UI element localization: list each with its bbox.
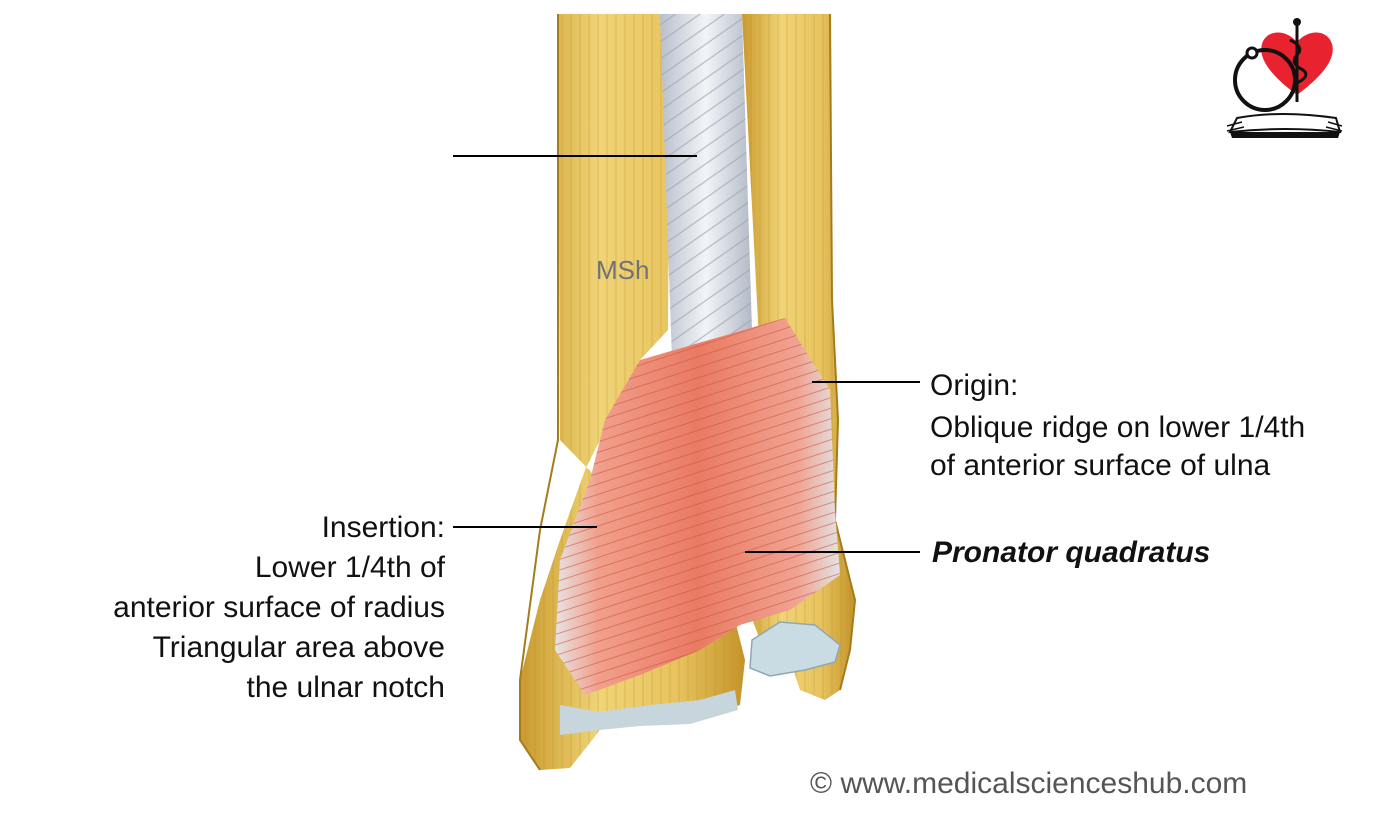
origin-line-2: of anterior surface of ulna [930, 449, 1271, 482]
site-logo [1226, 18, 1343, 138]
leader-lines [453, 155, 920, 553]
pronator-quadratus-muscle [555, 318, 840, 695]
muscle-name-label: Pronator quadratus [932, 536, 1211, 569]
insertion-line-2: anterior surface of radius [113, 591, 445, 624]
origin-label: Origin: Oblique ridge on lower 1/4th of … [930, 368, 1305, 484]
origin-title: Origin: [930, 369, 1019, 402]
interosseous-membrane [660, 14, 752, 360]
copyright-text: © www.medicalscienceshub.com [810, 767, 1248, 800]
origin-line-1: Oblique ridge on lower 1/4th [930, 411, 1306, 444]
watermark: MSh [596, 255, 650, 285]
insertion-line-1: Lower 1/4th of [254, 551, 445, 584]
insertion-title: Insertion: [321, 511, 445, 544]
insertion-line-3: Triangular area above [152, 631, 445, 664]
insertion-label: Insertion: Lower 1/4th of anterior surfa… [113, 508, 445, 708]
insertion-line-4: the ulnar notch [246, 671, 445, 704]
